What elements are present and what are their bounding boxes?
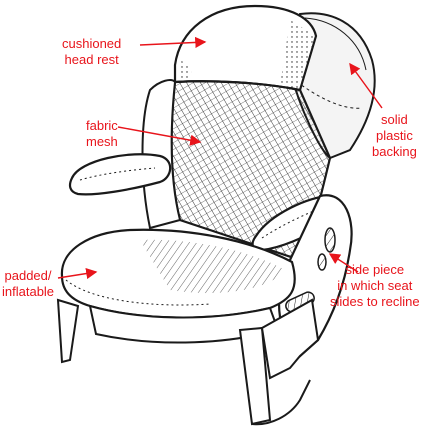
label-fabric-mesh: fabric mesh xyxy=(86,118,118,150)
label-side-piece: side piece in which seat slides to recli… xyxy=(330,262,420,310)
label-head-rest: cushioned head rest xyxy=(62,36,121,68)
label-solid-backing: solid plastic backing xyxy=(372,112,417,160)
front-left-leg xyxy=(58,300,78,362)
label-padded: padded/ inflatable xyxy=(2,268,54,300)
